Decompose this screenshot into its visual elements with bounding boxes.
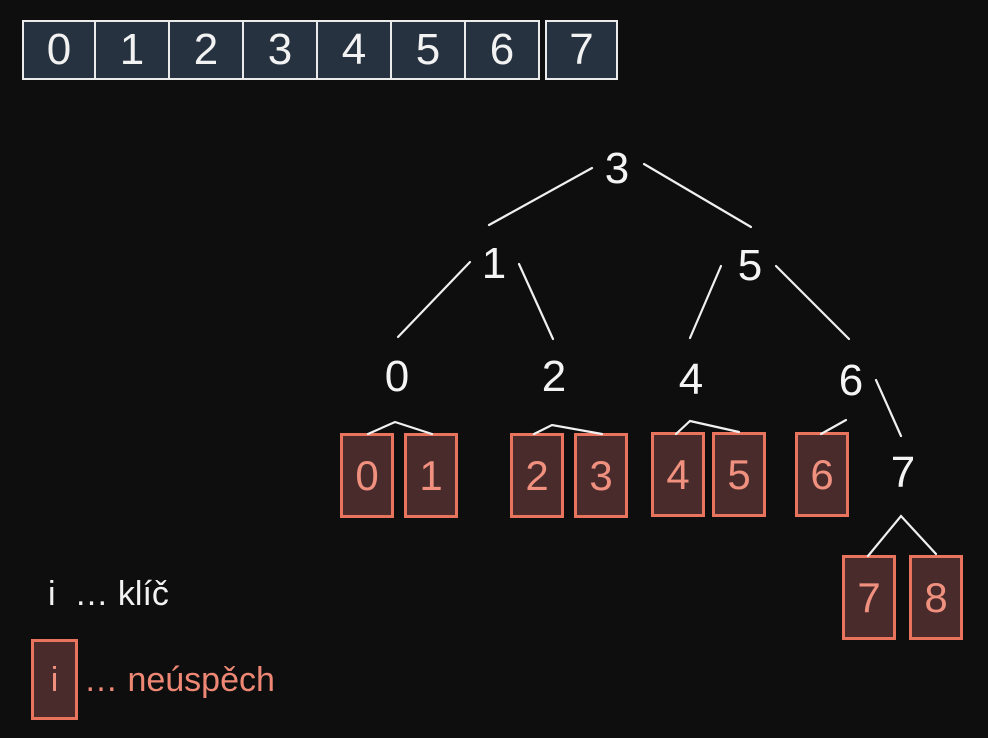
leaf-box-6: 6 [795,432,849,517]
array-cell-2: 2 [170,20,244,80]
edge-5-6 [774,264,851,341]
leaf-box-1: 1 [404,433,458,518]
hat-7 [866,514,938,558]
leaf-box-0: 0 [340,433,394,518]
edge-1-0 [396,260,472,339]
tree-node-0: 0 [384,352,410,401]
array-cell-7: 7 [545,20,618,80]
edge-5-4 [688,264,723,340]
tree-node-5: 5 [737,241,763,290]
tree-node-1: 1 [481,239,507,288]
tree-node-7: 7 [890,448,916,497]
legend-fail-caption: … neúspěch [84,661,275,699]
leaf-box-8: 8 [909,555,963,640]
leaf-box-4: 4 [651,432,705,517]
edge-3-1 [487,166,594,227]
leaf-box-3: 3 [574,433,628,518]
array-cell-5: 5 [392,20,466,80]
index-array-detached: 7 [545,20,618,80]
leaf-box-7: 7 [842,555,896,640]
legend-fail-symbol: i [50,660,59,699]
tree-node-6: 6 [838,356,864,405]
array-cell-1: 1 [96,20,170,80]
array-cell-3: 3 [244,20,318,80]
edge-6-7 [874,378,903,438]
array-cell-6: 6 [466,20,540,80]
tree-node-2: 2 [541,352,567,401]
legend-key-line: i … klíč [48,575,169,613]
tree-node-3: 3 [604,144,630,193]
legend-fail-box: i [31,639,78,720]
array-cell-0: 0 [22,20,96,80]
edge-3-5 [642,162,753,229]
array-cell-4: 4 [318,20,392,80]
tree-node-4: 4 [678,355,704,404]
index-array: 0 1 2 3 4 5 6 [22,20,540,80]
edge-1-2 [517,262,555,341]
leaf-box-2: 2 [510,433,564,518]
leaf-box-5: 5 [712,432,766,517]
